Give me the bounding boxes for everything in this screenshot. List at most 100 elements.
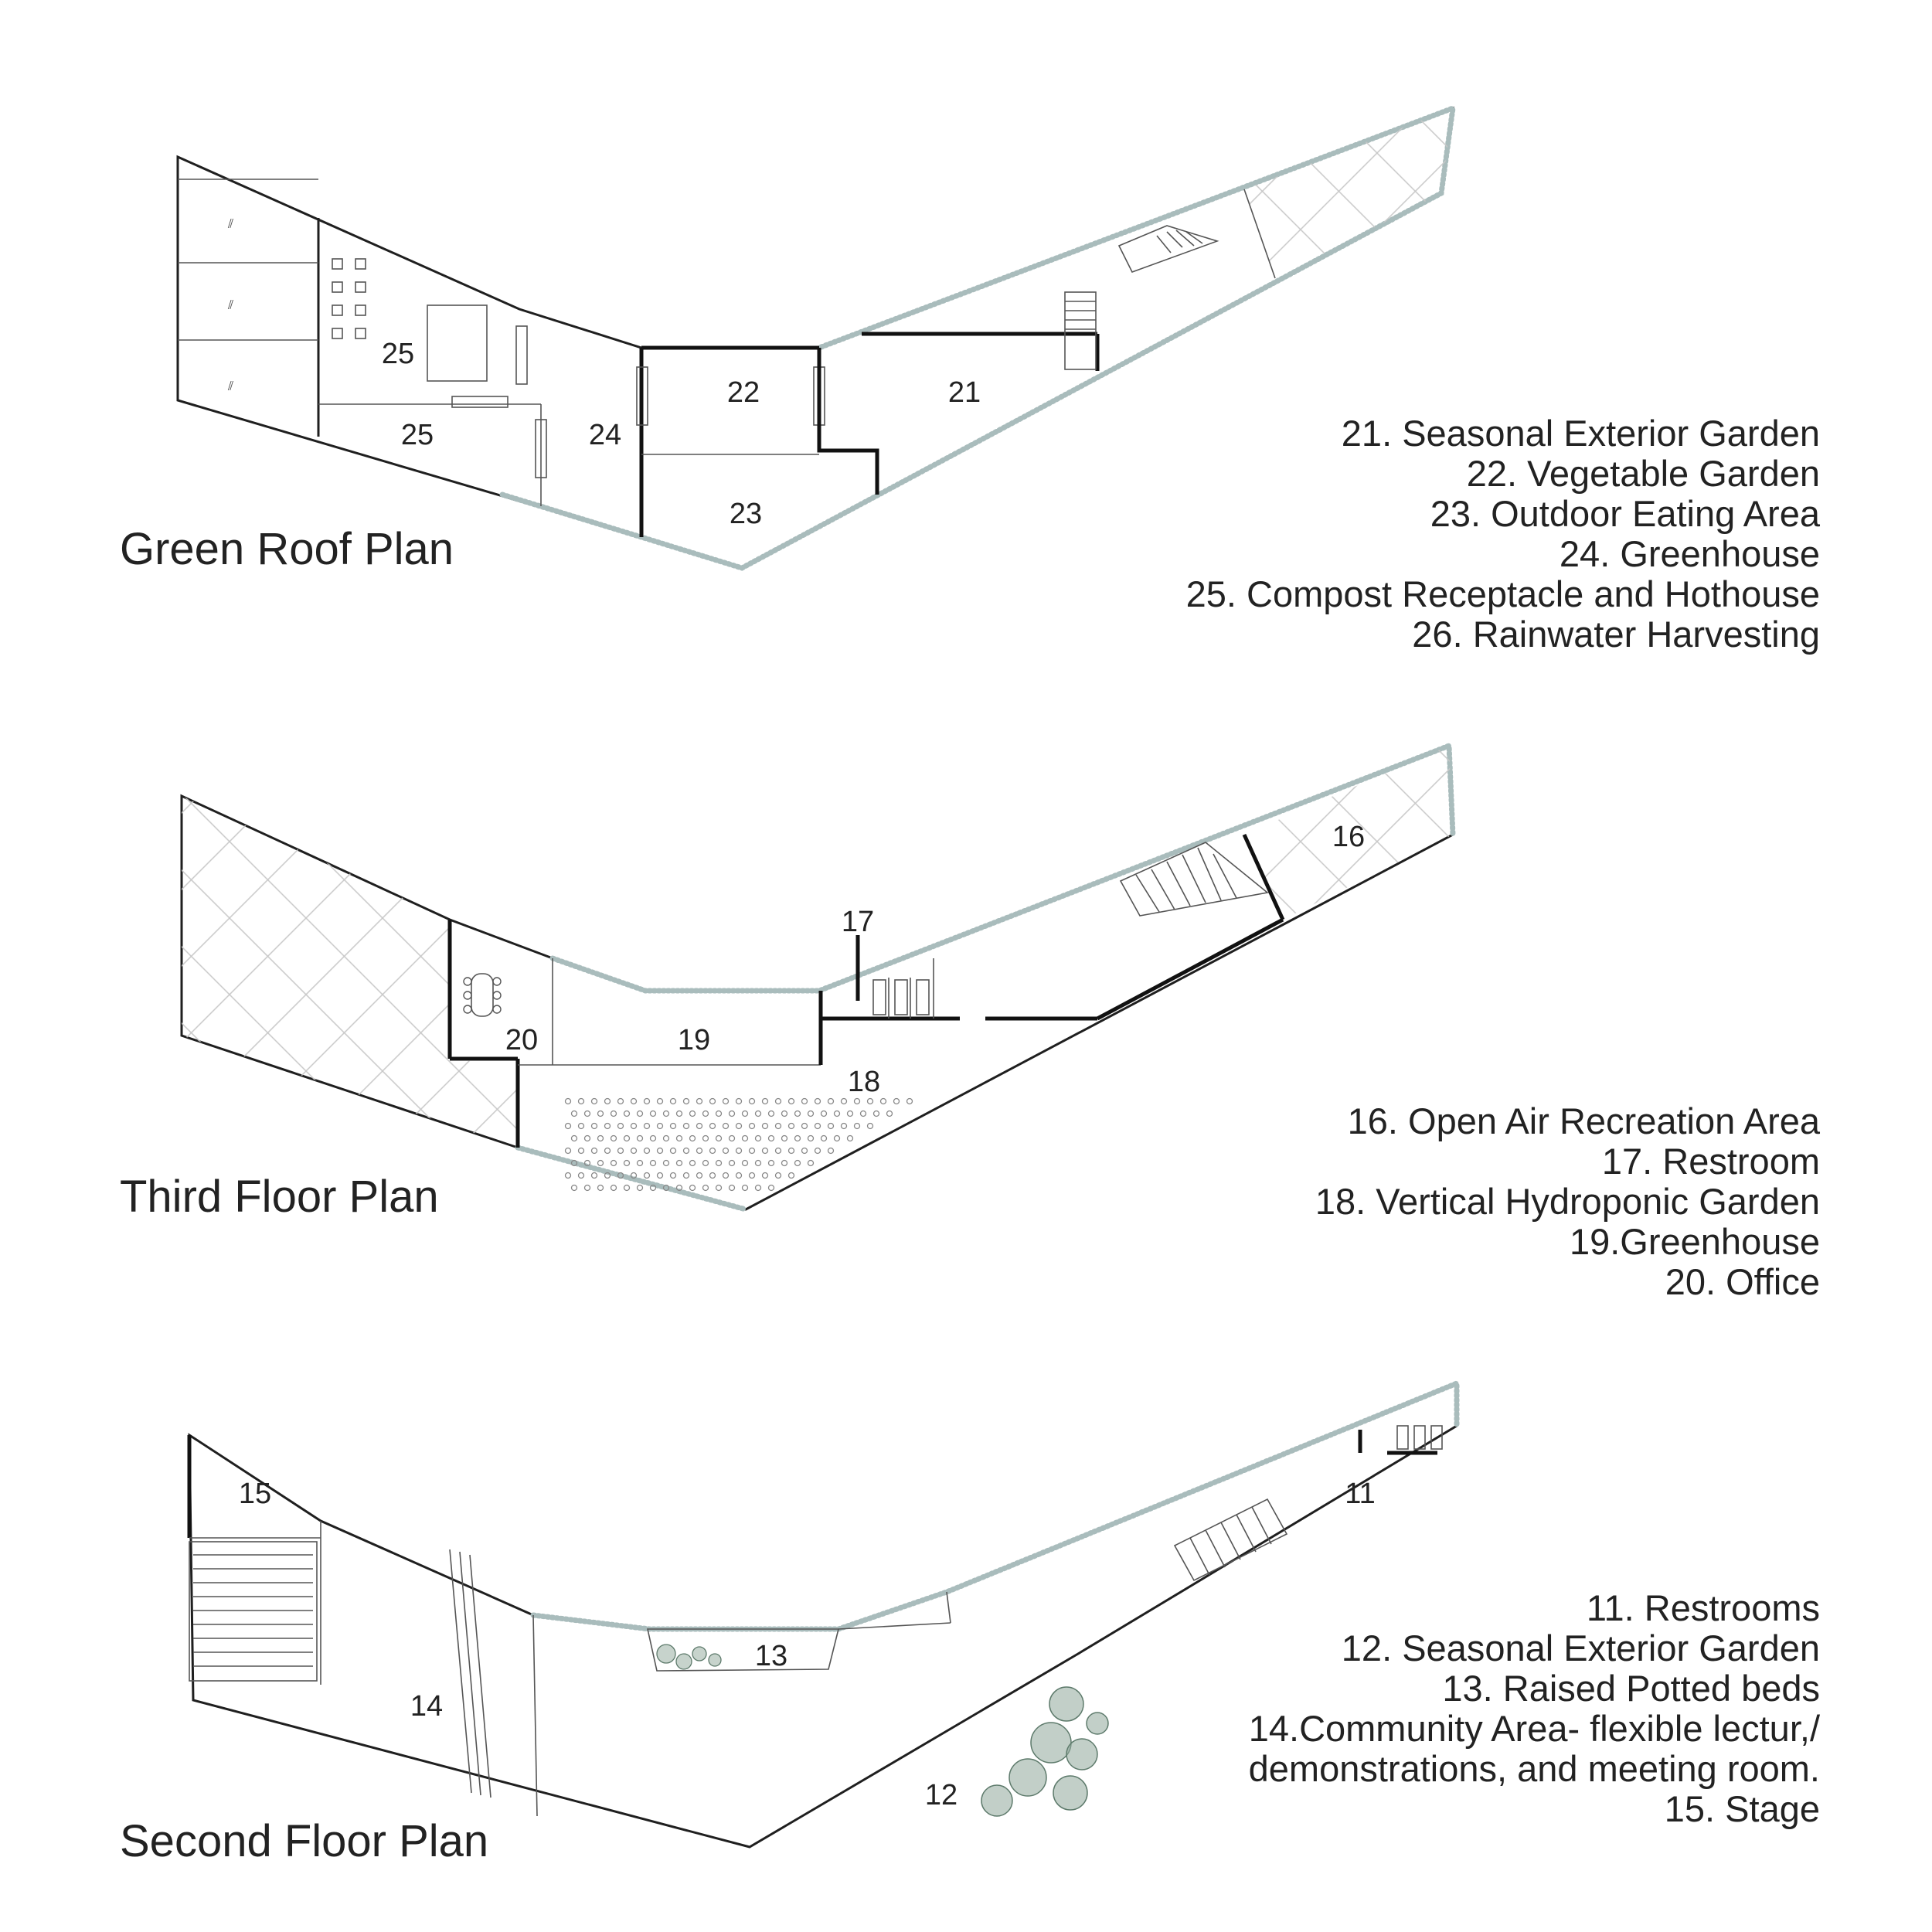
hydroponic-dot xyxy=(604,1122,611,1130)
hydroponic-dot xyxy=(696,1122,703,1130)
planting-garden-12 xyxy=(981,1686,1109,1817)
hydroponic-dot xyxy=(597,1110,604,1117)
hydroponic-dot xyxy=(590,1122,598,1130)
hydroponic-dot xyxy=(610,1184,617,1192)
hydroponic-dot xyxy=(794,1134,801,1142)
hydroponic-dot xyxy=(722,1147,730,1155)
room-label-25b: 25 xyxy=(401,419,434,451)
hydroponic-dot xyxy=(741,1134,749,1142)
hydroponic-dot xyxy=(702,1110,709,1117)
hydroponic-dot xyxy=(741,1184,749,1192)
third-floor-legend: 16. Open Air Recreation Area 17. Restroo… xyxy=(1315,1101,1820,1302)
hydroponic-dot xyxy=(801,1097,808,1105)
hydroponic-dot xyxy=(570,1134,578,1142)
hydroponic-dot xyxy=(794,1110,801,1117)
hydroponic-dot xyxy=(754,1159,762,1167)
hydroponic-dot xyxy=(715,1159,723,1167)
hydroponic-dot xyxy=(643,1172,651,1179)
svg-text:⫽: ⫽ xyxy=(227,380,233,393)
hydroponic-dot xyxy=(564,1122,572,1130)
hydroponic-dot xyxy=(767,1159,775,1167)
hydroponic-dot xyxy=(675,1184,683,1192)
hydroponic-dot xyxy=(735,1147,743,1155)
third-floor-plan: 16 17 20 19 18 Third Floor Plan xyxy=(120,741,1456,1222)
legend-item-14: 14.Community Area- flexible lectur,/ xyxy=(1248,1708,1820,1749)
hydroponic-dot xyxy=(702,1159,709,1167)
hydroponic-dot xyxy=(728,1159,736,1167)
hydroponic-dot xyxy=(636,1159,644,1167)
svg-text:⫽: ⫽ xyxy=(227,299,233,312)
hydroponic-dot xyxy=(675,1159,683,1167)
hydroponic-dot xyxy=(570,1159,578,1167)
hydroponic-dot xyxy=(577,1122,585,1130)
hydroponic-dot xyxy=(696,1172,703,1179)
hydroponic-dot xyxy=(722,1172,730,1179)
hydroponic-dot xyxy=(774,1147,782,1155)
hydroponic-dot xyxy=(748,1172,756,1179)
hydroponic-dot xyxy=(696,1147,703,1155)
hydroponic-dot xyxy=(906,1097,913,1105)
hydroponic-dot xyxy=(604,1097,611,1105)
hydroponic-dot xyxy=(623,1184,631,1192)
hydroponic-dot xyxy=(669,1147,677,1155)
hydroponic-dot xyxy=(564,1097,572,1105)
hydroponic-dot xyxy=(689,1110,696,1117)
second-floor-plan-title: Second Floor Plan xyxy=(120,1816,488,1866)
hydroponic-dot xyxy=(748,1147,756,1155)
hydroponic-dot xyxy=(583,1184,591,1192)
green-roof-plan-title: Green Roof Plan xyxy=(120,524,454,574)
hydroponic-dot xyxy=(767,1134,775,1142)
hydroponic-dot xyxy=(662,1110,670,1117)
svg-text:⫽: ⫽ xyxy=(227,218,233,231)
hydroponic-dot xyxy=(846,1134,854,1142)
hydroponic-dot xyxy=(623,1110,631,1117)
hydroponic-dot xyxy=(833,1134,841,1142)
hydroponic-dot xyxy=(656,1097,664,1105)
hydroponic-dot xyxy=(774,1122,782,1130)
room-label-12: 12 xyxy=(925,1779,957,1811)
legend-item-16: 16. Open Air Recreation Area xyxy=(1347,1100,1820,1141)
hydroponic-dot xyxy=(662,1184,670,1192)
hydroponic-dot xyxy=(754,1134,762,1142)
hydroponic-dot xyxy=(787,1122,795,1130)
hydroponic-dot xyxy=(662,1159,670,1167)
hydroponic-dot xyxy=(649,1184,657,1192)
hydroponic-dot xyxy=(715,1184,723,1192)
hydroponic-dot xyxy=(597,1134,604,1142)
hydroponic-dot xyxy=(748,1097,756,1105)
hydroponic-dot xyxy=(597,1159,604,1167)
room-label-16: 16 xyxy=(1332,821,1365,853)
hydroponic-dot xyxy=(590,1147,598,1155)
hydroponic-dot xyxy=(669,1097,677,1105)
hydroponic-dot xyxy=(583,1110,591,1117)
legend-item-15: 15. Stage xyxy=(1664,1788,1820,1829)
hydroponic-dot xyxy=(728,1184,736,1192)
hydroponic-dot xyxy=(682,1097,690,1105)
hydroponic-dot xyxy=(656,1122,664,1130)
hydroponic-dot xyxy=(630,1097,638,1105)
hydroponic-dot xyxy=(814,1147,821,1155)
hydroponic-dot xyxy=(610,1134,617,1142)
hydroponic-dot xyxy=(715,1134,723,1142)
legend-item-22: 22. Vegetable Garden xyxy=(1466,453,1820,494)
hydroponic-dot xyxy=(682,1122,690,1130)
hydroponic-dot xyxy=(610,1110,617,1117)
hydroponic-dot xyxy=(794,1159,801,1167)
hydroponic-dot xyxy=(564,1147,572,1155)
legend-item-14-cont: demonstrations, and meeting room. xyxy=(1248,1748,1820,1789)
hydroponic-dot xyxy=(570,1184,578,1192)
hydroponic-dot xyxy=(623,1134,631,1142)
hydroponic-dot xyxy=(630,1147,638,1155)
legend-item-12: 12. Seasonal Exterior Garden xyxy=(1341,1628,1820,1668)
hydroponic-dot xyxy=(722,1097,730,1105)
hydroponic-dot xyxy=(709,1147,716,1155)
hydroponic-dot xyxy=(643,1147,651,1155)
hydroponic-dot xyxy=(735,1172,743,1179)
hydroponic-dot xyxy=(656,1147,664,1155)
hydroponic-dot xyxy=(787,1147,795,1155)
hydroponic-dot xyxy=(669,1122,677,1130)
hydroponic-dot xyxy=(767,1184,775,1192)
hydroponic-dot xyxy=(689,1134,696,1142)
hydroponic-dot xyxy=(604,1172,611,1179)
room-label-21: 21 xyxy=(948,376,981,409)
